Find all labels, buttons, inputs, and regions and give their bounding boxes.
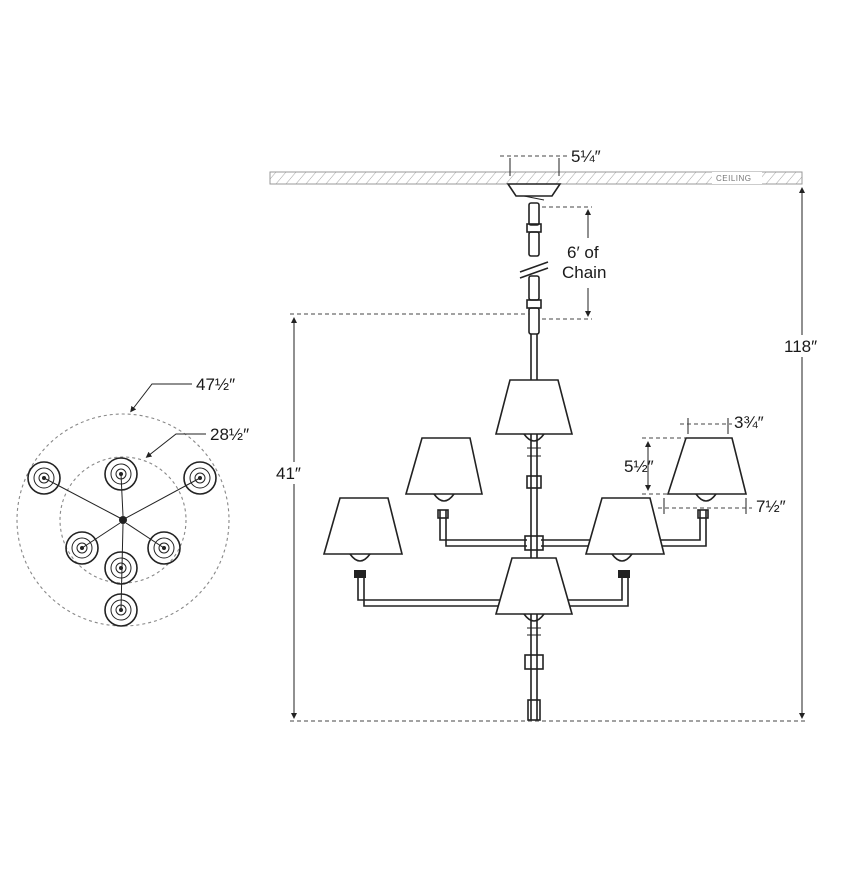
inner-diameter-label: 28½″ xyxy=(210,425,249,444)
shade-lower-left xyxy=(322,497,404,578)
shade-upper-right xyxy=(666,437,748,519)
plan-lamp-outer-bottom xyxy=(104,593,138,627)
plan-lamp-inner-top xyxy=(104,457,138,491)
canopy-width-label: 5¼″ xyxy=(571,147,601,166)
chain-label-line1: 6′ of xyxy=(567,243,599,262)
outer-diameter-label: 47½″ xyxy=(196,375,235,394)
plan-view xyxy=(16,383,230,627)
ceiling: CEILING xyxy=(269,171,803,185)
chain-break-icon xyxy=(519,261,549,279)
plan-lamp-inner-right xyxy=(147,531,181,565)
shade-bottom xyxy=(494,557,574,622)
plan-lamp-center xyxy=(104,551,138,585)
plan-lamp-inner-left xyxy=(65,531,99,565)
shade-bottom-label: 7½″ xyxy=(756,497,786,516)
shade-dimensions xyxy=(642,418,752,514)
upper-arms xyxy=(439,510,707,547)
plan-lamp-outer-left xyxy=(27,461,61,495)
canopy xyxy=(500,155,568,201)
chain xyxy=(519,202,592,335)
ceiling-label: CEILING xyxy=(716,174,752,183)
shade-upper-left xyxy=(404,437,483,519)
shade-height-label: 5½″ xyxy=(624,457,654,476)
dimension-arrow-icon xyxy=(145,433,206,458)
shade-top-label: 3¾″ xyxy=(734,413,764,432)
shade-lower-right xyxy=(584,497,666,578)
overall-dimensions xyxy=(290,187,806,722)
shade-top xyxy=(494,379,574,442)
dimension-arrow-icon xyxy=(130,383,192,413)
chain-label-line2: Chain xyxy=(562,263,606,282)
overall-height-label: 118″ xyxy=(784,337,817,356)
plan-lamp-outer-right xyxy=(183,461,217,495)
lower-arms xyxy=(357,575,629,607)
fixture-height-label: 41″ xyxy=(276,464,301,483)
